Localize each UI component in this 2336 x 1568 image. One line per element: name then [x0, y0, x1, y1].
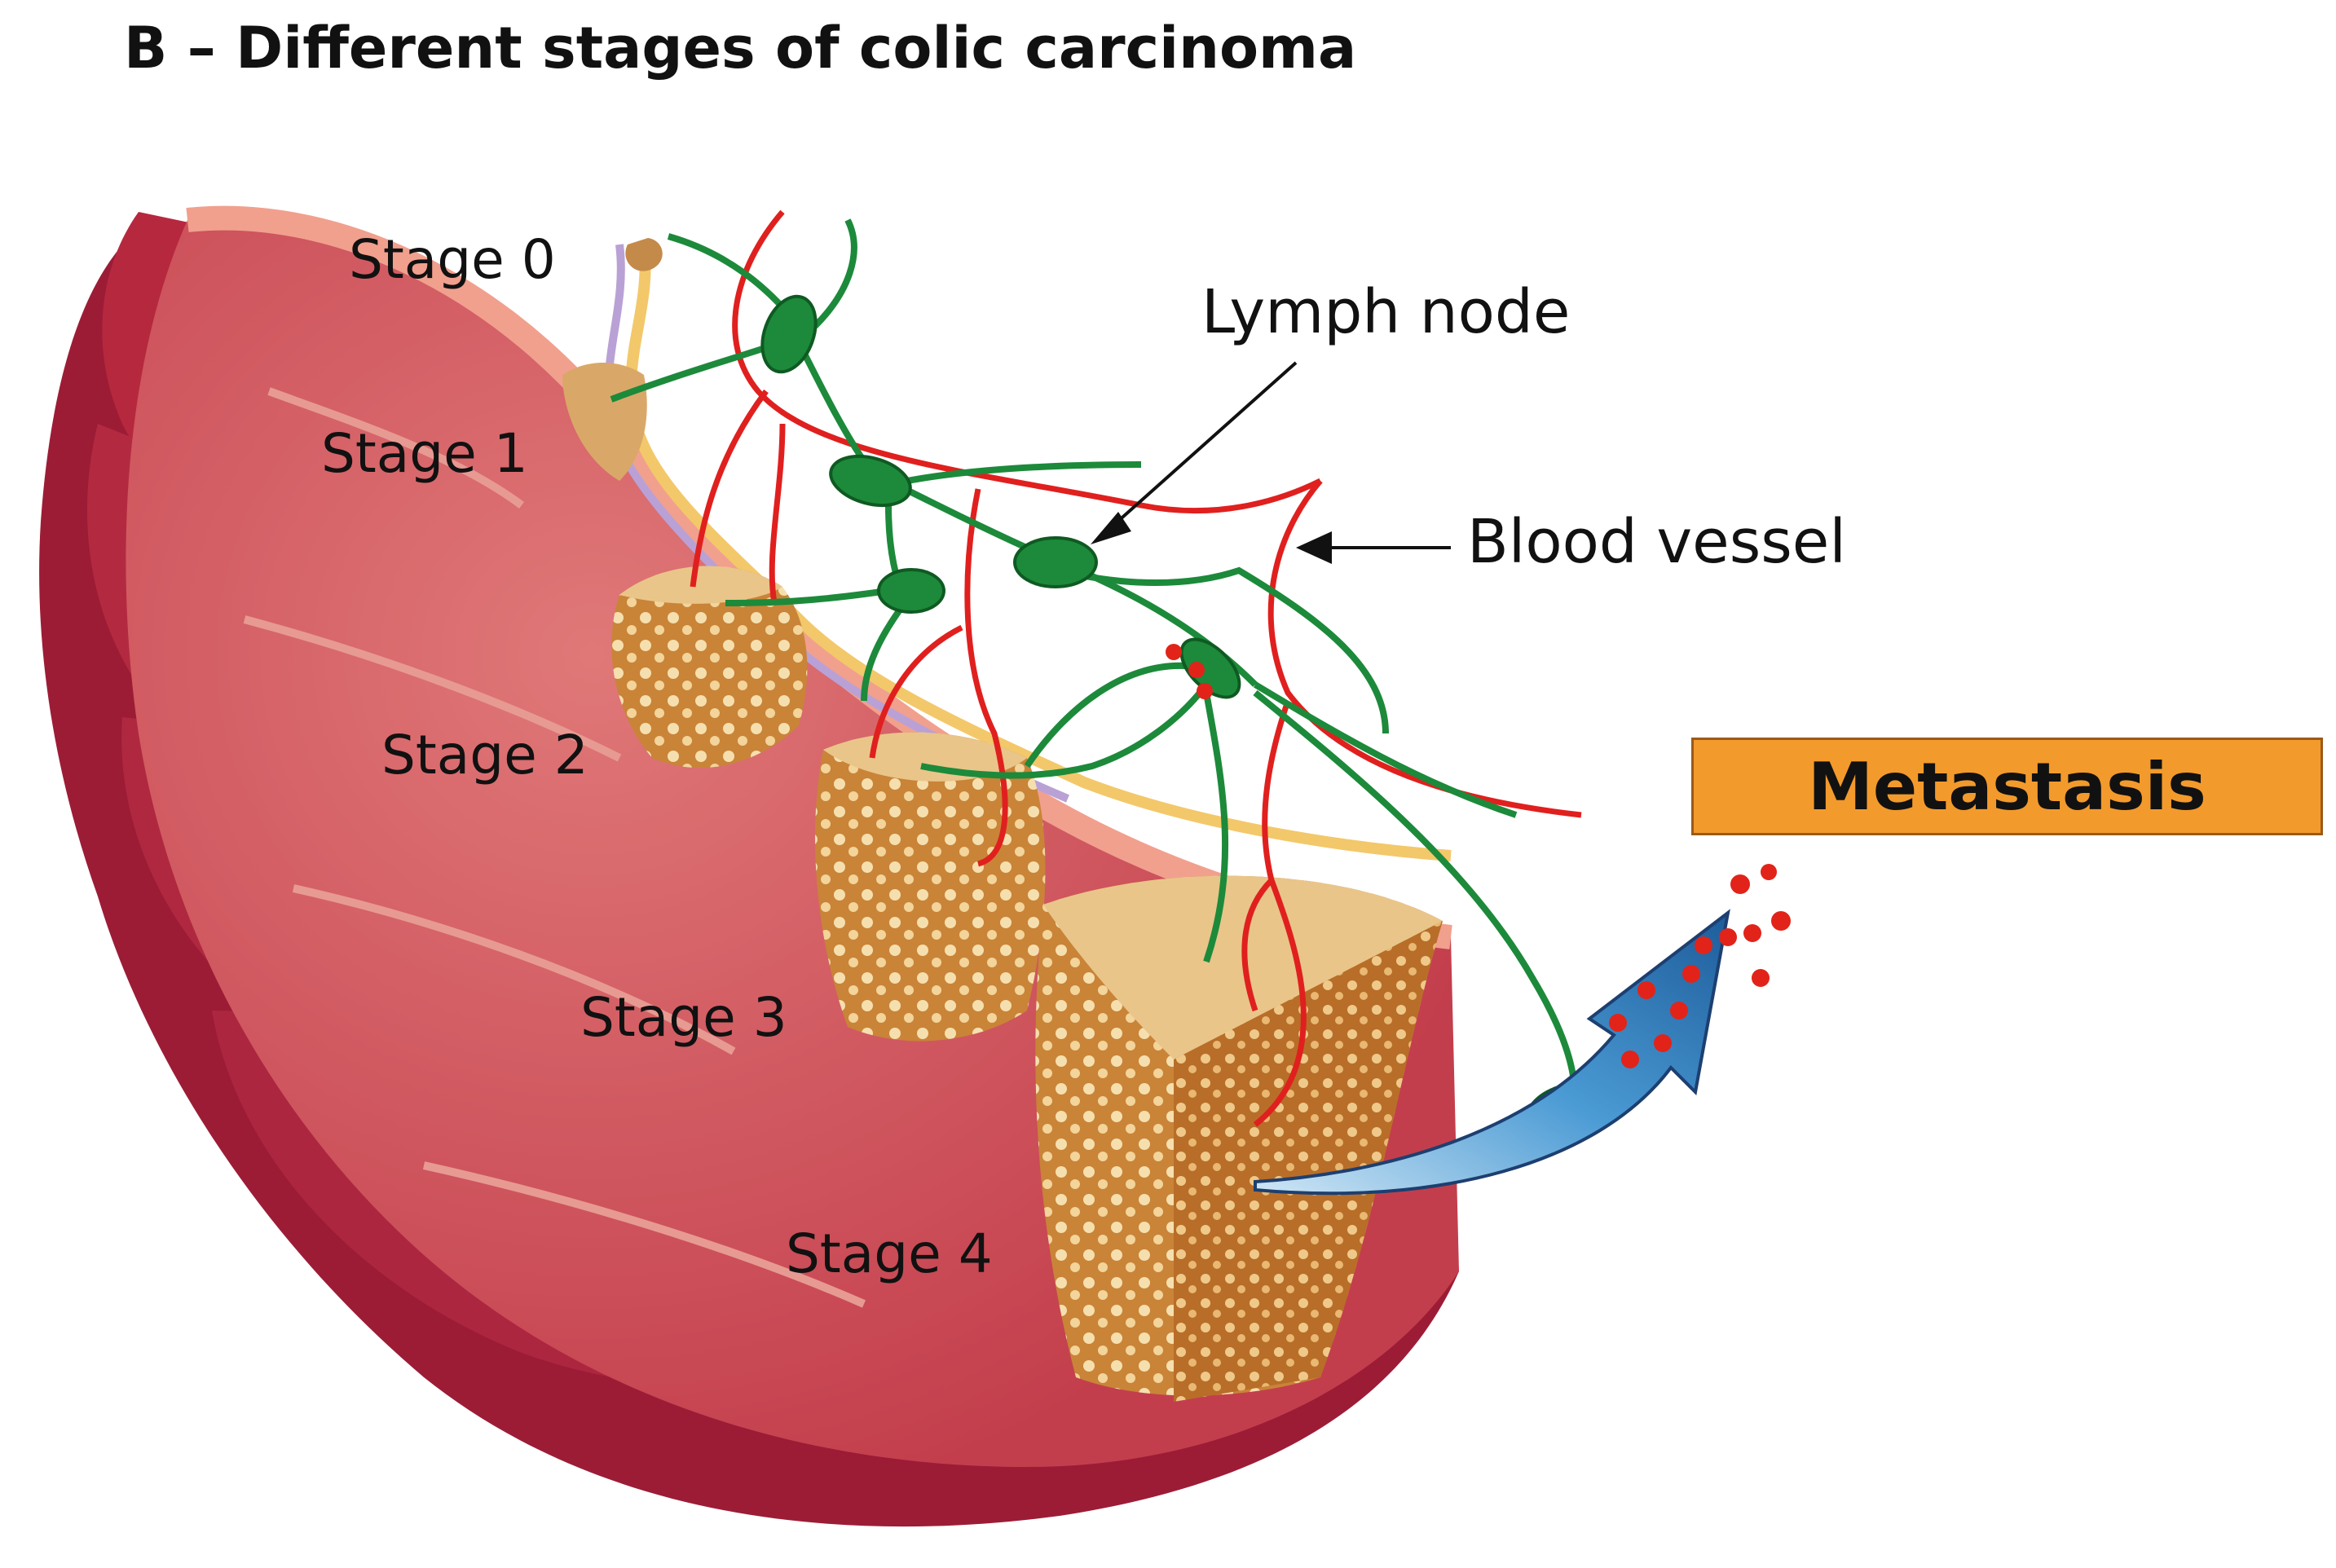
lymph-nodes: [760, 294, 1607, 1143]
tumor-stage-0: [625, 238, 663, 271]
stage-1-label: Stage 1: [321, 422, 528, 485]
metastasis-arrow: [1254, 909, 1730, 1196]
stage-3-label: Stage 3: [580, 986, 787, 1049]
lymph-node-pointer: [1091, 361, 1298, 544]
tumor-stage-2: [611, 566, 808, 769]
metastasis-label-box: Metastasis: [1691, 738, 2323, 835]
blood-vessel-label: Blood vessel: [1467, 507, 1846, 577]
fold-line-1: [267, 387, 524, 509]
fold-line-4: [422, 1161, 866, 1308]
stage-0-label: Stage 0: [349, 228, 556, 291]
stage-2-label: Stage 2: [381, 724, 588, 786]
blood-vessel-pointer: [1296, 531, 1451, 564]
fold-line-3: [292, 884, 736, 1055]
blood-vessels: [690, 209, 1582, 1127]
fold-line-2: [243, 615, 622, 762]
metastasis-label: Metastasis: [1808, 748, 2206, 825]
lymph-node-label: Lymph node: [1201, 277, 1571, 347]
metastatic-cells: [1609, 864, 1791, 1068]
stage-4-label: Stage 4: [786, 1222, 993, 1285]
panel-title: B – Different stages of colic carcinoma: [124, 15, 1357, 81]
